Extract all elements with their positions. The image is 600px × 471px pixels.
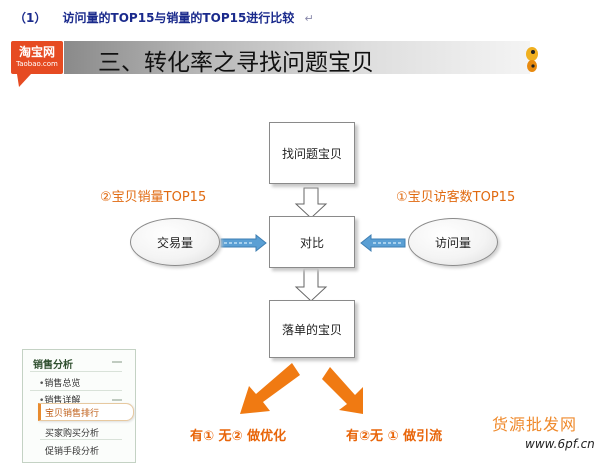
bottom-box-label: 落单的宝贝 xyxy=(281,322,342,337)
nav-divider-2 xyxy=(30,390,122,391)
nav-item-overview[interactable]: •销售总览 xyxy=(39,379,81,389)
paragraph-mark: ↵ xyxy=(304,12,314,25)
left-ellipse: 交易量 xyxy=(130,218,220,266)
top-box: 找问题宝贝 xyxy=(269,122,355,184)
right-source-label: ①宝贝访客数TOP15 xyxy=(396,190,516,205)
watermark-text: 货源批发网 xyxy=(492,415,578,434)
nav-item-details[interactable]: •销售详解 xyxy=(39,396,81,406)
left-ellipse-label: 交易量 xyxy=(156,235,193,250)
orange-arrow-left-icon xyxy=(240,363,300,414)
nav-title: 销售分析 xyxy=(33,360,73,371)
nav-item-promo-analysis[interactable]: 促销手段分析 xyxy=(45,447,100,457)
taobao-logo: 淘宝网 Taobao.com xyxy=(11,41,63,74)
top-box-label: 找问题宝贝 xyxy=(281,146,342,161)
collapse-icon xyxy=(112,361,122,363)
collapse-icon-2 xyxy=(112,399,122,401)
result-right: 有②无 ① 做引流 xyxy=(346,429,443,444)
banner-bar xyxy=(64,41,530,74)
nav-selected-highlight xyxy=(38,403,134,421)
right-ellipse: 访问量 xyxy=(408,218,498,266)
heading-number: （1） xyxy=(14,11,47,25)
center-box-label: 对比 xyxy=(299,235,324,250)
nav-item-buyer-analysis[interactable]: 买家购买分析 xyxy=(45,429,100,439)
heading-text: 访问量的TOP15与销量的TOP15进行比较 xyxy=(62,11,295,25)
nav-divider xyxy=(30,371,122,372)
banner-title: 三、转化率之寻找问题宝贝 xyxy=(98,50,374,76)
logo-line1: 淘宝网 xyxy=(18,45,55,59)
nav-item-item-ranking[interactable]: 宝贝销售排行 xyxy=(45,409,100,419)
doc-heading: （1） 访问量的TOP15与销量的TOP15进行比较 ↵ xyxy=(14,9,314,26)
bottom-box: 落单的宝贝 xyxy=(269,300,355,358)
watermark-url: www.6pf.cn xyxy=(525,437,595,451)
right-arrow-icon xyxy=(220,233,267,253)
center-box: 对比 xyxy=(269,216,355,268)
down-arrow-icon xyxy=(294,187,328,219)
nav-divider-3 xyxy=(40,439,122,440)
left-source-label: ②宝贝销量TOP15 xyxy=(100,190,207,205)
down-arrow-icon-2 xyxy=(294,268,328,302)
result-left: 有① 无② 做优化 xyxy=(190,429,287,444)
right-ellipse-label: 访问量 xyxy=(434,235,471,250)
logo-line2: Taobao.com xyxy=(16,60,58,68)
logo-tail-icon xyxy=(17,74,31,87)
mascot-icon xyxy=(526,47,538,72)
orange-arrow-right-icon xyxy=(322,367,363,414)
